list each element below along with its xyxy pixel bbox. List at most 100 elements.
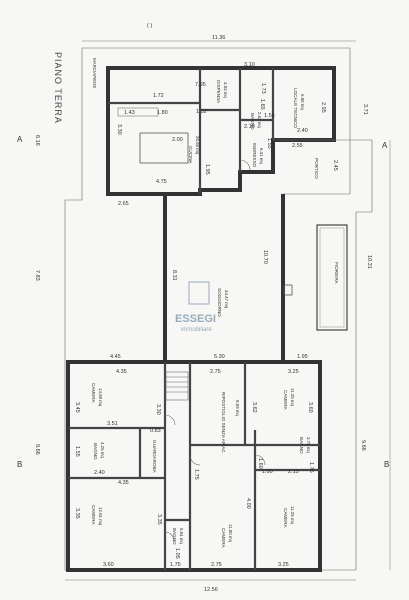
- camera-3-area: 12.81 mq: [98, 507, 103, 526]
- dim-label: 7.95: [195, 82, 206, 88]
- dispensa-name: DISPENSA: [216, 80, 221, 104]
- dim-label: 1.75: [193, 469, 199, 480]
- guardaroba-name: GUARDAROBA: [152, 440, 157, 474]
- fireplace: [283, 284, 293, 296]
- dim-label: 1.72: [153, 93, 164, 99]
- dim-label: 1.52: [196, 109, 207, 115]
- watermark: ESSEGI immobiliare: [175, 281, 216, 333]
- dim-label: 2.40: [94, 470, 105, 476]
- dim-label: 3.10: [244, 62, 255, 68]
- ripostiglio-name: RIPOSTIGLIO SENZA ARIAZ.: [221, 392, 226, 454]
- watermark-logo: [188, 281, 210, 305]
- bagno-r-name: BAGNO: [299, 437, 304, 454]
- dim-label: 2.45: [332, 160, 338, 171]
- camera-2-area: 11.25 mq: [290, 388, 295, 407]
- top-width-label: 11.36: [212, 35, 225, 41]
- camera-4-area: 11.00 mq: [228, 524, 233, 543]
- dim-label: 10.70: [262, 250, 268, 264]
- ingresso-name: INGRESSO: [252, 143, 257, 168]
- dim-label: 3.25: [288, 369, 299, 375]
- cucina-area: 20.93 mq: [195, 136, 200, 155]
- dim-label: 2.55: [292, 143, 303, 149]
- floor-label: PIANO TERRA: [53, 52, 63, 124]
- bagno-r-area: 3.78 mq: [306, 437, 311, 453]
- dim-label: 1.55: [264, 113, 275, 119]
- right-top-label: 3.71: [362, 104, 368, 115]
- dim-label: 3.35: [74, 508, 80, 519]
- dim-label: 1.95: [297, 354, 308, 360]
- bagno-top-name: BAGNO: [250, 113, 255, 130]
- dim-label: 2.00: [172, 137, 183, 143]
- fioriera-box: [316, 224, 348, 331]
- dim-label: 5.30: [214, 354, 225, 360]
- bottom-width-label: 12.56: [204, 587, 218, 593]
- dim-label: 1.80: [157, 110, 168, 116]
- portico-name: PORTICO: [314, 158, 319, 179]
- dim-label: 2.75: [210, 369, 221, 375]
- dim-label: 3.30: [155, 404, 161, 415]
- dim-label: 3.51: [107, 421, 118, 427]
- soggiorno-name: SOGGIORNO: [217, 288, 222, 317]
- dim-label: 2.75: [211, 562, 222, 568]
- dim-label: 4.00: [245, 498, 251, 509]
- dim-label: 1.73: [260, 83, 266, 94]
- dim-label: 1.55: [266, 138, 272, 149]
- dim-label: 4.35: [116, 369, 127, 375]
- bagno-top-area: 2.62 mq: [257, 112, 262, 128]
- dim-label: 1.60: [257, 458, 263, 469]
- fioriera-inner: [319, 227, 345, 328]
- camera-5-name: CAMERA: [283, 508, 288, 529]
- dim-label: 3.45: [74, 402, 80, 413]
- fioriera-label: FIORIERA: [334, 262, 339, 285]
- dim-label: 2.95: [320, 102, 326, 113]
- top-mark: ( ): [147, 23, 152, 29]
- camera-1-area: 14.88 mq: [98, 388, 103, 407]
- locale-tecnico-area: 6.80 mq: [300, 94, 305, 110]
- dim-label: 3.62: [251, 402, 257, 413]
- camera-4-name: CAMERA: [221, 528, 226, 549]
- dim-label: 1.75: [308, 462, 314, 473]
- dim-label: 2.10: [244, 124, 255, 130]
- south-block-outer-wall: [66, 360, 322, 572]
- dim-label: 3.60: [307, 402, 313, 413]
- site-boundary: [64, 47, 373, 571]
- bagno-l-area: 4.25 mq: [100, 442, 105, 458]
- dim-label: 1.43: [124, 110, 135, 116]
- dim-label: 2.15: [288, 469, 299, 475]
- left-top-label: 6.16: [34, 135, 40, 146]
- dim-label: 0.83: [150, 428, 161, 434]
- camera-5-area: 11.25 mq: [290, 506, 295, 525]
- cucina-name: CUCINA: [188, 146, 193, 165]
- section-mark-a-left: A: [17, 135, 23, 144]
- left-mid-depth-label: 7.83: [34, 270, 40, 281]
- dim-label: 3.35: [156, 514, 162, 525]
- camera-2-name: CAMERA: [283, 390, 288, 411]
- dim-label: 1.05: [174, 548, 180, 559]
- locale-tecnico-name: LOCALE TECNICO: [293, 88, 298, 128]
- camera-1-name: CAMERA: [91, 383, 96, 404]
- dining-table: [139, 132, 189, 164]
- watermark-sub: immobiliare: [181, 327, 212, 333]
- dim-label: 3.30: [116, 124, 122, 135]
- dim-label: 2.65: [118, 201, 129, 207]
- section-mark-b-left: B: [17, 460, 22, 469]
- marciapiede-label: MARCIAPIEDE: [92, 58, 97, 88]
- dim-label: 8.31: [171, 270, 177, 281]
- left-bottom-depth-label: 9.66: [34, 444, 40, 455]
- dispensa-area: 4.83 mq: [223, 82, 228, 98]
- dim-label: 1.55: [74, 446, 80, 457]
- stairs: [165, 371, 189, 401]
- right-depth-label: 10.31: [366, 255, 372, 269]
- ingresso-area: 6.31 mq: [259, 148, 264, 164]
- dim-label: 1.95: [204, 164, 210, 175]
- dim-label: 4.75: [156, 179, 167, 185]
- door-swings: [164, 159, 266, 542]
- dim-label: 3.60: [103, 562, 114, 568]
- dim-label: 1.65: [259, 99, 265, 110]
- dim-label: 1.00: [262, 469, 273, 475]
- kitchen-counter: [117, 107, 159, 117]
- section-mark-b-right: B: [384, 460, 389, 469]
- bagno-c-name: BAGNO: [172, 528, 177, 545]
- dimension-labels: 7.95 1.72 1.52 1.43 1.80 2.00 1.65 1.55 …: [74, 62, 338, 568]
